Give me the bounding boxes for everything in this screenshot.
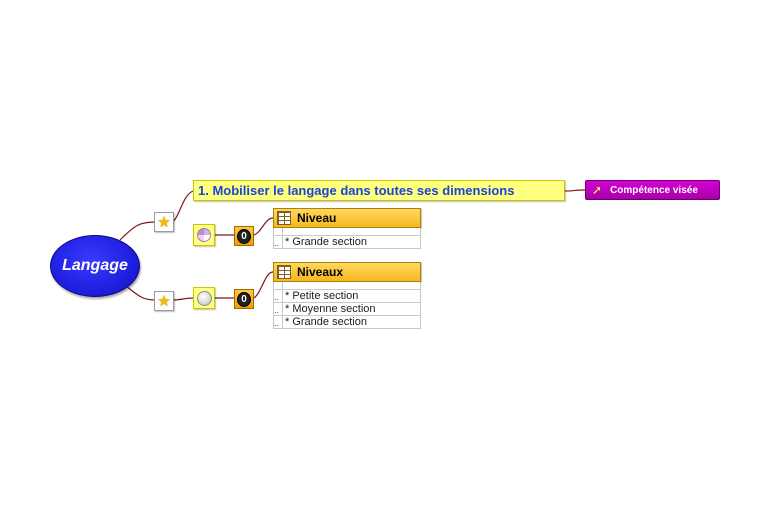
star-icon: ★ bbox=[157, 213, 171, 231]
row-text: * Grande section bbox=[285, 236, 367, 248]
row-mark bbox=[274, 282, 283, 289]
table-icon bbox=[277, 265, 291, 279]
row-mark: .. bbox=[274, 236, 283, 248]
table-row: .. * Moyenne section bbox=[273, 303, 421, 316]
skill-tag-label: Compétence visée bbox=[610, 184, 698, 196]
star-icon: ★ bbox=[157, 292, 171, 310]
table-header[interactable]: Niveaux bbox=[273, 262, 421, 282]
table-title: Niveaux bbox=[297, 265, 344, 279]
root-node[interactable]: Langage bbox=[50, 235, 140, 297]
star-node-1[interactable]: ★ bbox=[154, 212, 174, 232]
table-row: .. * Grande section bbox=[273, 236, 421, 249]
main-topic-label: 1. Mobiliser le langage dans toutes ses … bbox=[198, 183, 515, 198]
row-mark: .. bbox=[274, 316, 283, 328]
pie-node[interactable] bbox=[193, 224, 215, 246]
arrow-icon: ➚ bbox=[592, 183, 603, 197]
table-row bbox=[273, 228, 421, 236]
table-header[interactable]: Niveau bbox=[273, 208, 421, 228]
grey-ball-node[interactable] bbox=[193, 287, 215, 309]
table-row bbox=[273, 282, 421, 290]
skill-tag[interactable]: ➚ Compétence visée bbox=[585, 180, 720, 200]
main-topic[interactable]: 1. Mobiliser le langage dans toutes ses … bbox=[193, 180, 565, 201]
zero-node-2[interactable]: 0 bbox=[234, 289, 254, 309]
row-mark: .. bbox=[274, 303, 283, 315]
zero-node-1[interactable]: 0 bbox=[234, 226, 254, 246]
table-row: .. * Grande section bbox=[273, 316, 421, 329]
zero-badge-icon: 0 bbox=[237, 228, 251, 244]
root-label: Langage bbox=[62, 257, 128, 274]
row-mark: .. bbox=[274, 290, 283, 302]
zero-badge-icon: 0 bbox=[237, 291, 251, 307]
table-title: Niveau bbox=[297, 211, 337, 225]
row-text: * Petite section bbox=[285, 290, 359, 302]
pie-icon bbox=[197, 228, 211, 242]
row-text: * Moyenne section bbox=[285, 303, 376, 315]
row-text: * Grande section bbox=[285, 316, 367, 328]
grey-ball-icon bbox=[196, 290, 212, 306]
star-node-2[interactable]: ★ bbox=[154, 291, 174, 311]
table-row: .. * Petite section bbox=[273, 290, 421, 303]
table-icon bbox=[277, 211, 291, 225]
table-niveaux: Niveaux .. * Petite section .. * Moyenne… bbox=[273, 262, 421, 329]
row-mark bbox=[274, 228, 283, 235]
table-niveau: Niveau .. * Grande section bbox=[273, 208, 421, 249]
